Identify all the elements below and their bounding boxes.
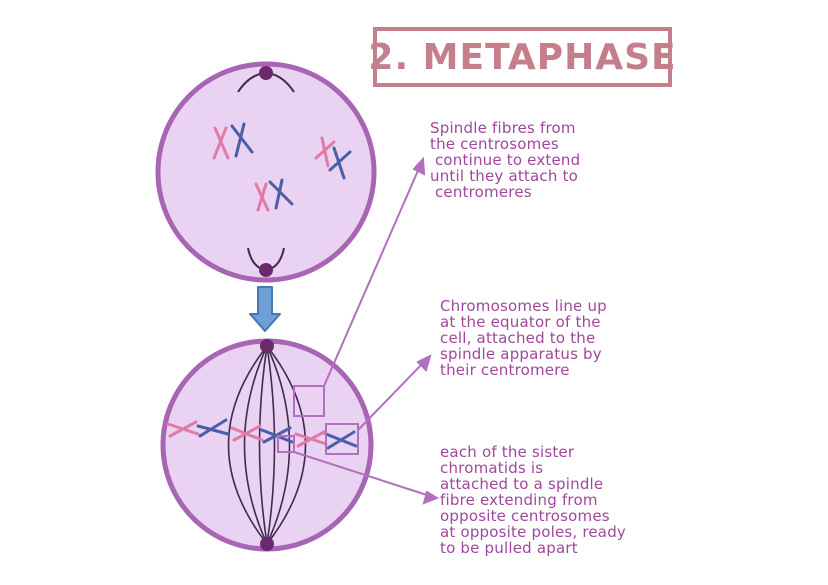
pointer-sister-chromatids (293, 451, 440, 505)
bottom-cell-lower-centrosome (260, 537, 274, 551)
top-cell-upper-centrosome (237, 66, 295, 93)
annotation-sister-chromatids: each of the sister chromatids is attache… (440, 443, 627, 557)
pointer-chromosomes-line-up (357, 354, 432, 431)
chromosome-pair-center (254, 178, 294, 212)
pointer-spindle-fibres (323, 156, 426, 387)
chromosome-pair-right (314, 136, 352, 180)
metaphase-plate-chromosomes (166, 418, 358, 450)
chromosome-1 (166, 418, 230, 438)
title-box: 2. METAPHASE (368, 27, 676, 87)
annotation-pointers (293, 156, 440, 505)
top-cell (155, 61, 377, 283)
top-cell-lower-centrosome (247, 247, 285, 277)
progression-arrow-icon (249, 286, 281, 332)
top-cell-membrane (155, 61, 377, 283)
highlight-box-chromatid (277, 435, 295, 453)
highlight-box-centromere (325, 423, 359, 455)
annotation-chromosomes-line-up: Chromosomes line up at the equator of th… (440, 297, 607, 379)
bottom-cell-membrane (160, 338, 374, 552)
bottom-cell-upper-centrosome (260, 339, 274, 353)
chromosome-3 (294, 430, 358, 450)
highlight-box-spindle (293, 385, 325, 417)
annotation-spindle-fibres: Spindle fibres from the centrosomes cont… (430, 119, 581, 201)
chromosome-pair-left (212, 122, 254, 160)
bottom-cell (160, 338, 374, 552)
spindle-apparatus (227, 345, 307, 545)
page-title: 2. METAPHASE (368, 36, 677, 78)
